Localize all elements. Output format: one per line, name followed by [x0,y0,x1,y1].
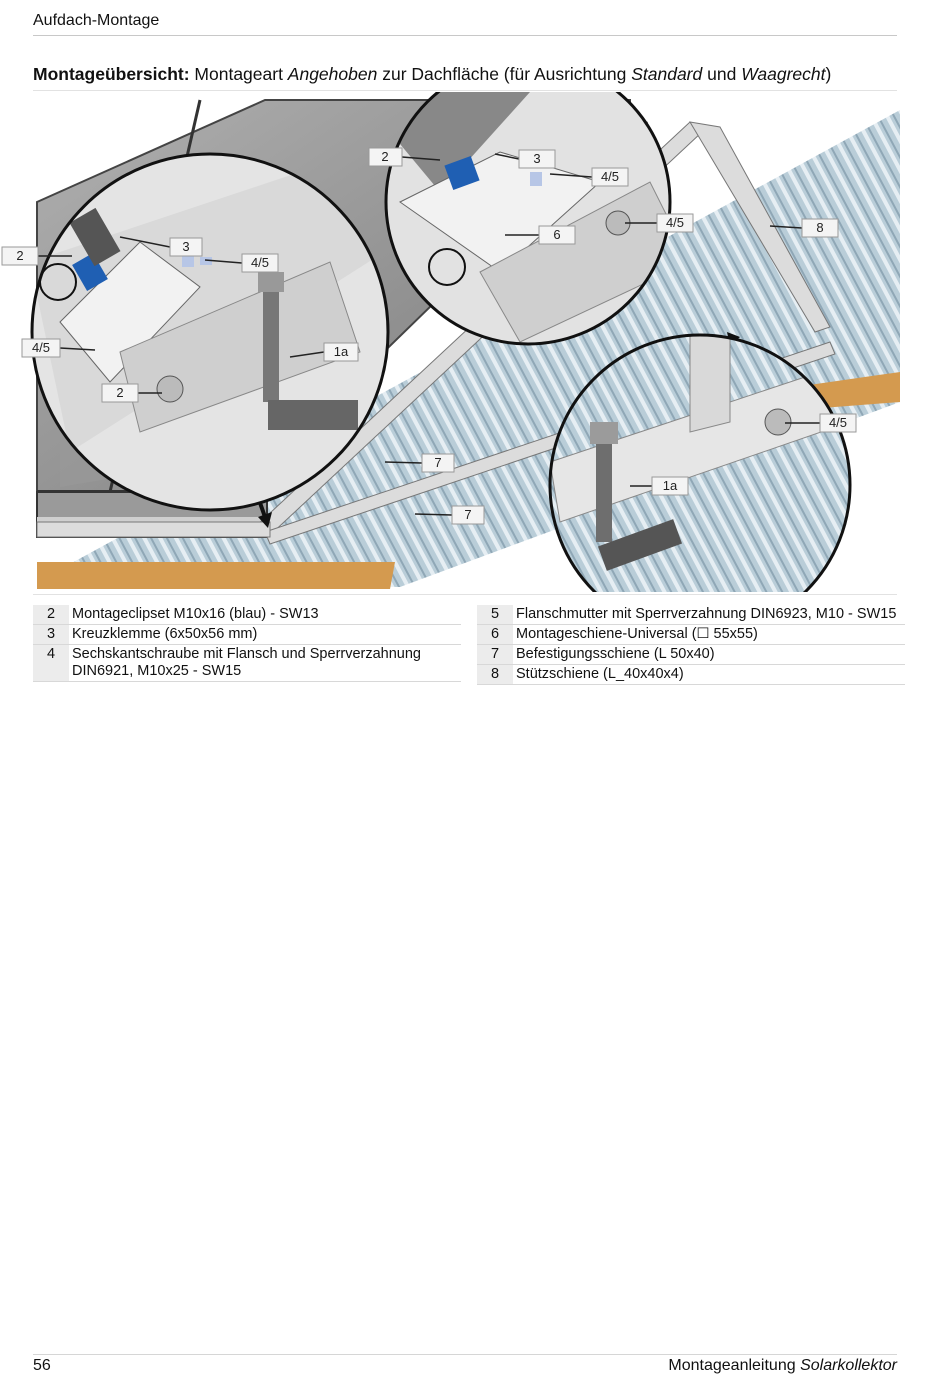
title-italic: Waagrecht [741,64,826,84]
callout-label: 1a [334,344,349,359]
callout-label: 3 [533,151,540,166]
callout-2-left-b: 2 [101,383,139,403]
callout-label: 4/5 [829,415,847,430]
doc-title-text: Montageanleitung [668,1357,801,1374]
callout-label: 8 [816,220,823,235]
legend-number: 3 [33,624,69,645]
legend-text: Stützschiene (L_40x40x4) [513,664,905,685]
footer-rule [33,1354,897,1355]
callout-45-left-a: 4/5 [241,253,279,273]
callout-3-left: 3 [169,237,203,257]
legend-text: Befestigungsschiene (L 50x40) [513,644,905,665]
legend-number: 8 [477,664,513,685]
callout-label: 3 [182,239,189,254]
legend-number: 4 [33,644,69,682]
title-bold: Montageübersicht: [33,64,190,84]
callout-label: 4/5 [251,255,269,270]
callout-3-top: 3 [518,149,556,169]
callout-label: 4/5 [601,169,619,184]
callout-1a-left: 1a [323,342,359,362]
legend-text: Montageschiene-Universal (☐ 55x55) [513,624,905,645]
callout-6-top: 6 [538,225,576,245]
callout-7-b: 7 [451,505,485,525]
callout-leaders [38,153,820,516]
figure-rule [33,594,897,595]
legend-number: 5 [477,605,513,625]
title-text: und [702,64,742,84]
header-rule [33,35,897,36]
legend-number: 2 [33,605,69,625]
callout-2-left: 2 [1,246,39,266]
callout-label: 4/5 [666,215,684,230]
title-italic: Standard [631,64,703,84]
callout-label: 2 [16,248,23,263]
callout-label: 7 [464,507,471,522]
legend-number: 7 [477,644,513,665]
roof-battens [37,562,395,589]
legend-text: Sechskantschraube mit Flansch und Sperrv… [69,644,461,682]
callout-label: 2 [116,385,123,400]
callout-45-top-b: 4/5 [656,213,694,233]
title-italic: Angehoben [287,64,378,84]
callout-8: 8 [801,218,839,238]
legend-text: Flanschmutter mit Sperrverzahnung DIN692… [513,605,905,625]
mounting-overview-illustration: 2 3 4/5 4/5 1a 2 2 3 4/5 6 4/5 8 7 7 4/5… [1,92,900,592]
callouts: 2 3 4/5 4/5 1a 2 2 3 4/5 6 4/5 8 7 7 4/5… [1,147,857,525]
callout-label: 7 [434,455,441,470]
title-text: ) [825,64,832,84]
callout-45-right: 4/5 [819,413,857,433]
title-text: zur Dachfläche (für Ausrichtung [377,64,632,84]
document-title: Montageanleitung Solarkollektor [668,1357,897,1375]
legend-number: 6 [477,624,513,645]
running-header: Aufdach-Montage [33,12,160,29]
callout-45-top-a: 4/5 [591,167,629,187]
callout-45-left-b: 4/5 [21,338,61,358]
callout-label: 2 [381,149,388,164]
section-title: Montageübersicht: Montageart Angehoben z… [33,64,831,85]
title-text: Montageart [189,64,288,84]
detail-circle-right [548,333,852,592]
title-rule [33,90,897,91]
callout-label: 6 [553,227,560,242]
callout-label: 1a [663,478,678,493]
callout-7-a: 7 [421,453,455,473]
legend-text: Montageclipset M10x16 (blau) - SW13 [69,605,461,625]
legend-text: Kreuzklemme (6x50x56 mm) [69,624,461,645]
callout-2-top: 2 [368,147,403,167]
callout-label: 4/5 [32,340,50,355]
detail-circle-left [30,152,390,512]
callout-1a-right: 1a [651,476,689,496]
page-number: 56 [33,1357,51,1374]
doc-title-italic: Solarkollektor [800,1357,897,1374]
detail-circle-top [384,92,672,346]
